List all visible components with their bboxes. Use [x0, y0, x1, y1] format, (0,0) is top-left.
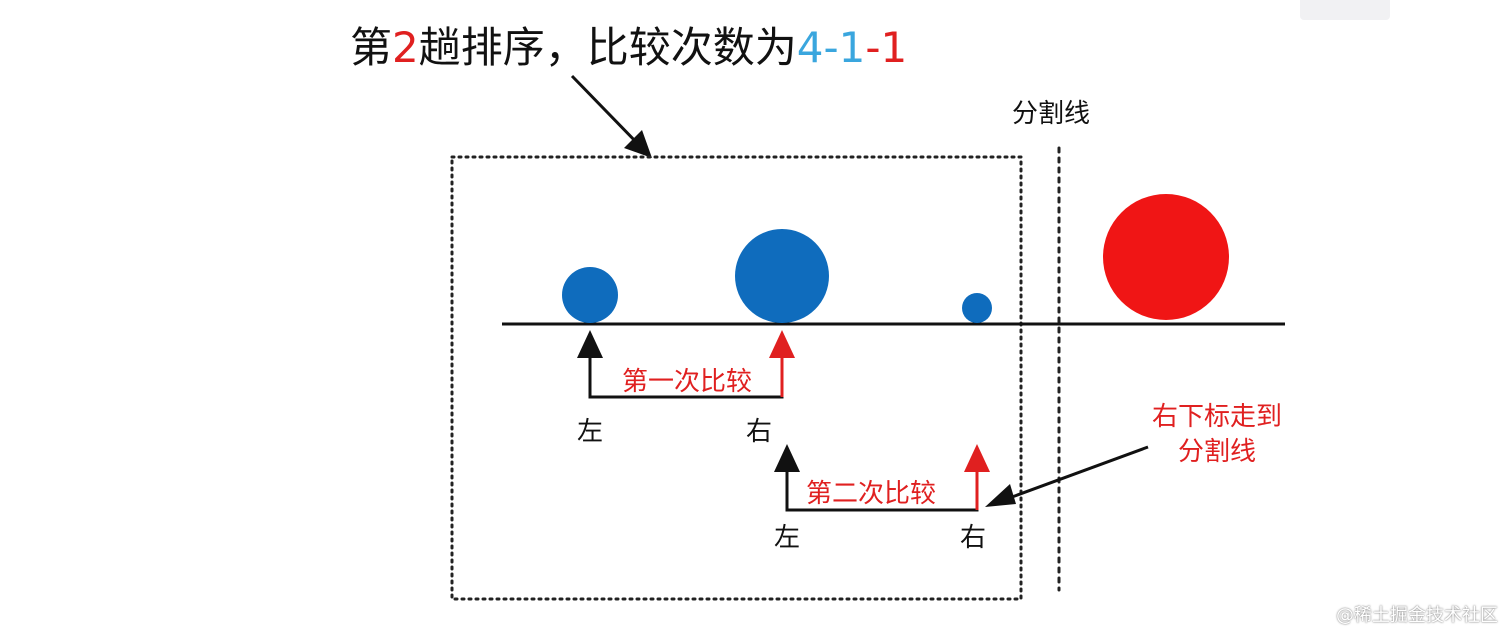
- note-line2: 分割线: [1178, 437, 1256, 467]
- up-arrow-icon: [577, 330, 603, 358]
- second-compare-label: 第二次比较: [806, 479, 936, 509]
- title-count-c: 1: [881, 23, 908, 72]
- corner-badge: [1300, 0, 1390, 20]
- note-line1: 右下标走到: [1152, 402, 1282, 432]
- title-prefix: 第: [350, 23, 392, 72]
- title-dash-b: -: [865, 23, 880, 72]
- blue-ball-large: [735, 229, 829, 323]
- first-left-label: 左: [577, 417, 603, 447]
- first-comparison: 第一次比较 左 右: [577, 330, 795, 447]
- title-count-b: 1: [839, 23, 866, 72]
- dotted-selection-box: [450, 155, 1023, 601]
- second-left-label: 左: [774, 523, 800, 553]
- title-round-number: 2: [392, 23, 419, 72]
- watermark: @稀土掘金技术社区: [1336, 605, 1498, 626]
- title-middle: 趟排序，比较次数为: [419, 23, 797, 72]
- blue-ball-tiny: [962, 293, 992, 323]
- first-right-label: 右: [746, 417, 772, 447]
- up-arrow-icon: [774, 444, 800, 472]
- title: 第2趟排序，比较次数为4-1-1: [350, 23, 907, 72]
- divider-label: 分割线: [1012, 99, 1090, 129]
- second-right-label: 右: [960, 523, 986, 553]
- up-arrow-icon: [769, 330, 795, 358]
- title-dash-a: -: [824, 23, 839, 72]
- title-count-a: 4: [797, 23, 824, 72]
- red-ball-sorted: [1103, 194, 1229, 320]
- note-pointer-arrow: [985, 445, 1149, 507]
- title-pointer-arrow: [570, 74, 652, 158]
- up-arrow-icon: [964, 444, 990, 472]
- blue-ball-small-left: [562, 267, 618, 323]
- first-compare-label: 第一次比较: [622, 367, 752, 397]
- second-comparison: 第二次比较 左 右: [774, 444, 990, 553]
